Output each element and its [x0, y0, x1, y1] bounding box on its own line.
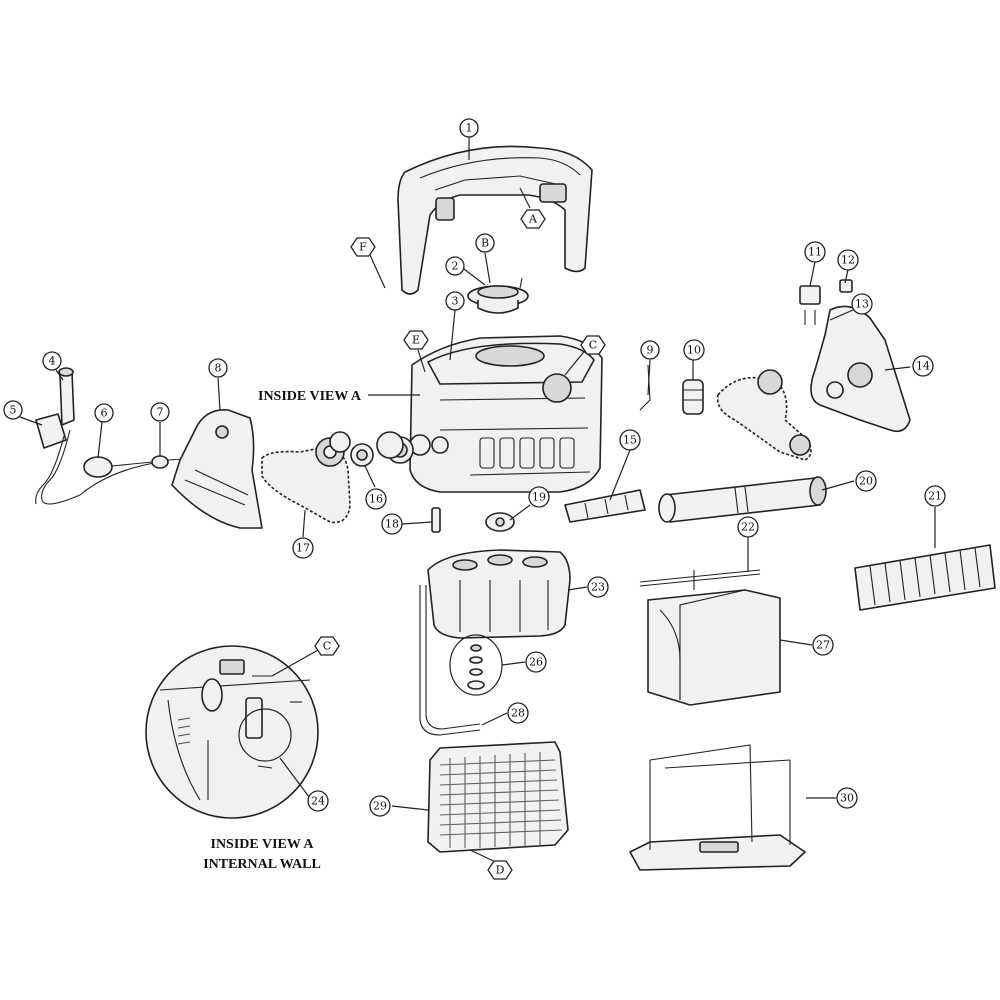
callout-letter-a: A — [520, 209, 546, 229]
callout-5: 5 — [3, 400, 23, 420]
callout-13: 13 — [851, 293, 873, 315]
callout-11: 11 — [804, 241, 826, 263]
callout-10: 10 — [683, 339, 705, 361]
svg-text:7: 7 — [157, 406, 164, 419]
svg-text:15: 15 — [623, 434, 637, 447]
callout-18: 18 — [381, 513, 403, 535]
bearing-part — [329, 431, 404, 467]
callout-22: 22 — [737, 516, 759, 538]
callout-letter-e: E — [403, 330, 429, 350]
callout-6: 6 — [94, 403, 114, 423]
svg-text:B: B — [481, 237, 489, 250]
filter-bar-part — [639, 569, 761, 590]
side-panel-right — [799, 279, 911, 433]
svg-text:18: 18 — [385, 518, 399, 531]
callout-14: 14 — [912, 355, 934, 377]
motor-unit-part — [427, 549, 571, 639]
svg-text:23: 23 — [591, 581, 605, 594]
callout-16: 16 — [365, 488, 387, 510]
callout-7: 7 — [150, 402, 170, 422]
brush-part — [854, 544, 996, 611]
seal-kit-part — [449, 634, 503, 696]
callout-letter-c-inset: C — [314, 636, 340, 656]
svg-text:8: 8 — [215, 362, 222, 375]
flap-part — [564, 489, 646, 523]
callout-1: 1 — [459, 118, 479, 138]
filter-frame-part — [629, 744, 806, 871]
inset-caption-line1: INSIDE VIEW A — [211, 837, 315, 852]
svg-text:30: 30 — [840, 792, 854, 805]
svg-text:F: F — [359, 241, 367, 254]
callout-29: 29 — [369, 795, 391, 817]
svg-text:A: A — [528, 213, 538, 226]
callout-17: 17 — [292, 537, 314, 559]
inset-view — [145, 645, 319, 819]
svg-text:3: 3 — [452, 295, 459, 308]
callout-20: 20 — [855, 470, 877, 492]
svg-text:27: 27 — [816, 639, 830, 652]
side-panel-left — [171, 409, 263, 529]
callout-12: 12 — [837, 249, 859, 271]
callout-letter-f: F — [350, 237, 376, 257]
svg-text:22: 22 — [741, 521, 755, 534]
svg-text:24: 24 — [311, 795, 325, 808]
svg-text:17: 17 — [296, 542, 310, 555]
inset-caption-line2: INTERNAL WALL — [203, 857, 321, 872]
filter-bag-part — [647, 589, 781, 706]
svg-text:C: C — [323, 640, 331, 653]
svg-text:2: 2 — [452, 260, 459, 273]
swivel-part — [467, 277, 529, 314]
swivel-end-part — [35, 367, 161, 505]
svg-text:5: 5 — [10, 404, 17, 417]
callout-15: 15 — [619, 429, 641, 451]
svg-text:13: 13 — [855, 298, 869, 311]
leader-lines — [19, 137, 936, 865]
svg-text:29: 29 — [373, 800, 387, 813]
roller-part — [658, 476, 827, 523]
svg-text:D: D — [496, 864, 505, 877]
clip-part — [431, 507, 515, 533]
callout-21: 21 — [924, 485, 946, 507]
svg-text:19: 19 — [532, 491, 546, 504]
svg-text:28: 28 — [511, 707, 525, 720]
callout-30: 30 — [836, 787, 858, 809]
callout-letter-c: C — [580, 335, 606, 355]
svg-text:21: 21 — [928, 490, 942, 503]
filter-basket-part — [427, 741, 569, 853]
handle-part — [397, 145, 593, 295]
callout-4: 4 — [42, 351, 62, 371]
cable-part — [419, 585, 481, 736]
callout-letter-b: B — [475, 233, 495, 253]
svg-text:20: 20 — [859, 475, 873, 488]
svg-text:1: 1 — [466, 122, 473, 135]
svg-text:6: 6 — [101, 407, 108, 420]
callout-28: 28 — [507, 702, 529, 724]
callout-19: 19 — [528, 486, 550, 508]
callout-8: 8 — [208, 358, 228, 378]
svg-text:10: 10 — [687, 344, 701, 357]
svg-text:E: E — [412, 334, 420, 347]
callout-26: 26 — [525, 651, 547, 673]
svg-text:4: 4 — [49, 355, 56, 368]
svg-text:12: 12 — [841, 254, 855, 267]
svg-text:16: 16 — [369, 493, 383, 506]
callout-3: 3 — [445, 291, 465, 311]
callout-9: 9 — [640, 340, 660, 360]
svg-text:9: 9 — [647, 344, 654, 357]
svg-text:C: C — [589, 339, 597, 352]
callout-letter-d: D — [487, 860, 513, 880]
callout-2: 2 — [445, 256, 465, 276]
callout-23: 23 — [587, 576, 609, 598]
main-body-part — [386, 335, 603, 493]
svg-text:14: 14 — [916, 360, 930, 373]
track-right — [716, 369, 812, 461]
inside-view-caption: INSIDE VIEW A — [258, 389, 362, 404]
svg-text:11: 11 — [808, 246, 822, 259]
callout-24: 24 — [307, 790, 329, 812]
callout-27: 27 — [812, 634, 834, 656]
svg-text:26: 26 — [529, 656, 543, 669]
